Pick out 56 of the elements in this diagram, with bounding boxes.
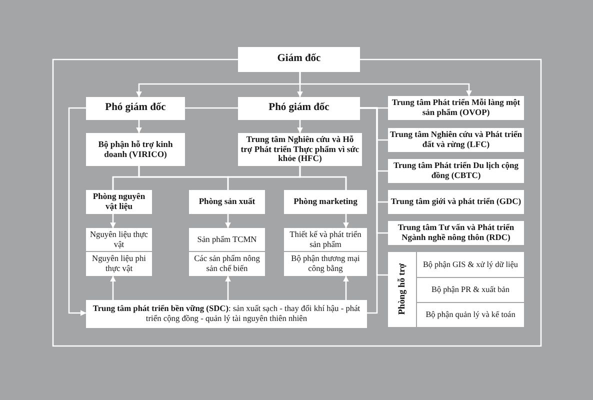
unit-name: Phòng marketing [294, 197, 358, 207]
unit-name: Bộ phận hỗ trợ kinh doanh (VIRICO) [97, 140, 174, 160]
org-unit-box [388, 159, 524, 183]
unit-name: Phó giám đốc [268, 102, 330, 115]
connector-arrow [225, 214, 231, 228]
unit-name: Trung tâm Phát triển Mỗi làng một sản phẩm (OVOP) [390, 98, 522, 118]
sub-unit-box [284, 228, 367, 251]
unit-name: Thiết kế và phát triển sản phẩm [288, 230, 362, 250]
org-unit-box [86, 190, 152, 214]
connector-arrow [297, 120, 303, 134]
connector-line [360, 107, 378, 314]
org-unit-box [86, 97, 185, 120]
sub-unit-box [189, 252, 265, 276]
unit-name: Bộ phận GIS & xử lý dữ liệu [422, 260, 518, 270]
unit-name: Trung tâm Tư vấn và Phát triển Ngành nghề nông thôn (RDC) [396, 223, 516, 243]
org-unit-box [284, 190, 367, 214]
org-unit-box [189, 190, 265, 214]
unit-name: Trung tâm Nghiên cứu và Phát triển đất và rừng (LFC) [390, 130, 522, 150]
org-unit-box [238, 47, 360, 72]
sub-unit-box [189, 228, 265, 251]
sub-unit-box [416, 277, 524, 302]
unit-name: Trung tâm phát triển bền vững (SDC): sản xuất sạch - thay đổi khí hậu - phát triển cộng đồng - quản lý tài nguyên thiên nhiên [92, 304, 362, 324]
sub-unit-box [86, 252, 152, 276]
connector-arrow [110, 214, 116, 228]
sub-unit-box [86, 300, 367, 328]
connector-arrow [136, 120, 142, 134]
connector-arrow [343, 214, 349, 228]
org-unit-box [238, 97, 360, 120]
unit-name: Bộ phận quản lý và kế toán [426, 310, 516, 320]
connector-arrow [68, 107, 86, 316]
unit-name: Sản phẩm TCMN [197, 234, 257, 244]
connector-line [185, 107, 238, 109]
org-unit-box [388, 221, 524, 245]
sub-unit-box [284, 252, 367, 276]
connector-line [299, 166, 347, 190]
connector-arrow [343, 276, 349, 300]
connector-arrow [225, 276, 231, 300]
unit-name: Trung tâm giới và phát triển (GDC) [390, 197, 522, 207]
unit-name: Trung tâm Nghiên cứu và Hỗ trợ Phát triển Thực phẩm vì sức khỏe (HFC) [240, 134, 360, 164]
unit-name: Bộ phận thương mại công bằng [290, 254, 361, 274]
unit-name: Bộ phận PR & xuất bản [431, 285, 510, 295]
group-title: Phòng hỗ trợ [396, 263, 408, 315]
unit-name: Giám đốc [277, 53, 321, 66]
unit-name: Phòng nguyên vật liệu [92, 192, 146, 212]
org-unit-box [86, 133, 185, 166]
unit-name: Phó giám đốc [105, 102, 166, 115]
unit-name: Nguyên liệu phi thực vật [91, 254, 147, 274]
unit-name: Nguyên liệu thực vật [88, 230, 150, 250]
unit-name: Trung tâm Phát triển Du lịch cộng đồng (CBTC) [392, 161, 520, 181]
sub-unit-box [416, 302, 524, 327]
unit-name: Phòng sản xuất [198, 197, 256, 207]
connector-arrow [299, 72, 472, 96]
group-box [388, 252, 524, 327]
org-unit-box [388, 190, 524, 214]
connector-arrow [110, 276, 116, 300]
unit-name: Các sản phẩm nông sản chế biến [193, 254, 261, 274]
